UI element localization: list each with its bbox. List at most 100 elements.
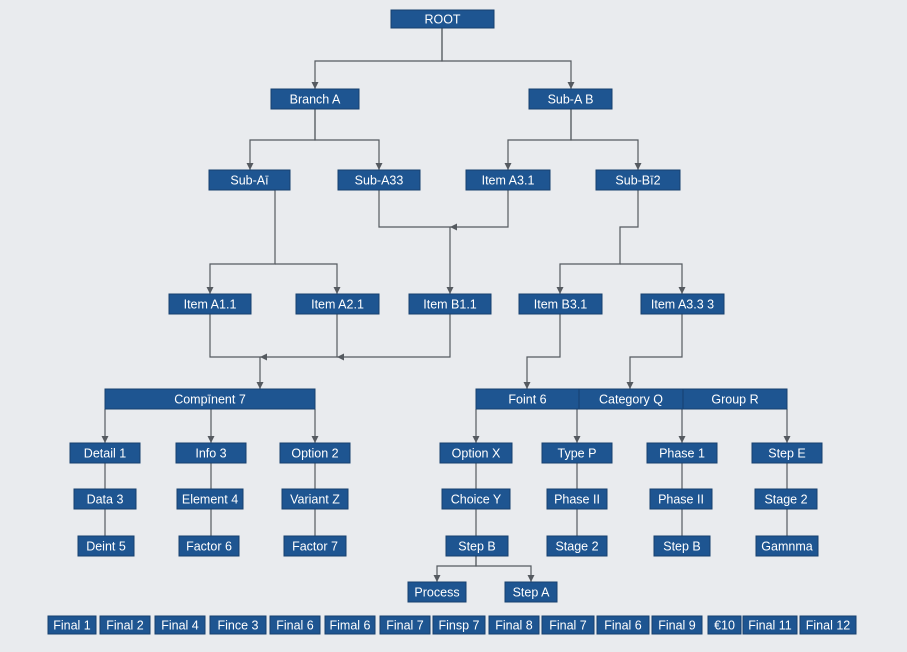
node-label: Final 8: [495, 619, 533, 633]
node-root: ROOT: [390, 9, 495, 29]
node-label: Sub-A B: [548, 93, 594, 107]
node-label: Element 4: [182, 493, 238, 507]
node-label: Item B1.1: [423, 298, 477, 312]
node-detail-1: Detail 1: [69, 442, 141, 464]
node-deint-5: Deint 5: [77, 535, 135, 557]
node-component-7: Compīnent 7: [104, 388, 316, 410]
node-box: [99, 615, 151, 635]
node-final-7-b: Final 7: [541, 615, 595, 635]
node-item-a1-1: Item A1.1: [168, 293, 252, 315]
node-box: [279, 442, 351, 464]
node-choice-y: Choice Y: [441, 488, 511, 510]
node-label: Item A1.1: [184, 298, 237, 312]
node-box: [337, 169, 421, 191]
edge-item-a3-1-top-to-item-b1-1: [450, 190, 509, 231]
node-data-3: Data 3: [73, 488, 137, 510]
node-label: Step B: [663, 540, 701, 554]
node-label: Stage 2: [555, 540, 598, 554]
node-label: Process: [414, 586, 459, 600]
node-stage-2-b: Stage 2: [546, 535, 608, 557]
node-final-6-a: Final 6: [269, 615, 321, 635]
node-label: Info 3: [195, 447, 226, 461]
node-box: [441, 488, 511, 510]
node-box: [295, 293, 380, 315]
node-process: Process: [407, 581, 467, 603]
node-box: [407, 581, 467, 603]
node-box: [546, 488, 608, 510]
node-item-a3-3: Item A3.3 3: [640, 293, 725, 315]
node-box: [596, 615, 650, 635]
node-box: [432, 615, 486, 635]
edge-sub-a1-to-item-a1-1: [206, 189, 276, 294]
node-sub-a1: Sub-Aī: [208, 169, 291, 191]
node-gamnma: Gamnma: [755, 535, 819, 557]
node-final-8: Final 8: [488, 615, 540, 635]
node-box: [754, 488, 818, 510]
node-label: Final 1: [53, 619, 91, 633]
node-phase-ii-b: Phase II: [649, 488, 713, 510]
node-element-4: Element 4: [176, 488, 244, 510]
node-box: [646, 442, 718, 464]
node-label: Factor 7: [292, 540, 338, 554]
node-box: [541, 442, 613, 464]
node-box: [465, 169, 551, 191]
node-final-1: Final 1: [47, 615, 97, 635]
node-box: [104, 388, 316, 410]
node-box: [742, 615, 798, 635]
node-stage-2-a: Stage 2: [754, 488, 818, 510]
node-final-11: Final 11: [742, 615, 798, 635]
node-label: Option X: [452, 447, 501, 461]
node-label: Group R: [711, 393, 758, 407]
node-box: [799, 615, 857, 635]
edge-item-a3-3-to-category-q: [626, 314, 683, 389]
edges: [101, 28, 791, 582]
node-label: Category Q: [599, 393, 663, 407]
node-label: Final 9: [658, 619, 696, 633]
node-box: [390, 9, 495, 29]
node-option-2: Option 2: [279, 442, 351, 464]
node-box: [439, 442, 513, 464]
edge-item-a2-1-to-component-7: [260, 314, 338, 361]
node-label: €10: [714, 619, 735, 633]
node-label: Variant Z: [290, 493, 340, 507]
node-label: Detail 1: [84, 447, 126, 461]
node-box: [682, 388, 788, 410]
node-sub-b12: Sub-Bī2: [595, 169, 681, 191]
edge-sub-a-b-to-sub-b12: [570, 109, 642, 170]
node-box: [379, 615, 431, 635]
node-group-r: Group R: [682, 388, 788, 410]
edge-item-b3-1-to-foint-6: [523, 314, 561, 389]
node-box: [541, 615, 595, 635]
node-box: [408, 293, 492, 315]
node-label: Step A: [513, 586, 550, 600]
edge-item-b1-1-to-component-7: [337, 314, 451, 361]
node-box: [77, 535, 135, 557]
node-box: [445, 535, 509, 557]
node-factor-7: Factor 7: [283, 535, 347, 557]
node-label: Item A3.3 3: [651, 298, 714, 312]
node-step-a: Step A: [504, 581, 558, 603]
node-box: [488, 615, 540, 635]
node-label: Final 11: [748, 619, 792, 633]
node-label: Deint 5: [86, 540, 126, 554]
node-label: Phase II: [554, 493, 600, 507]
edge-branch-a-to-sub-a1: [246, 109, 316, 170]
node-label: Sub-Aī: [230, 174, 269, 188]
edge-sub-a-b-to-item-a3-1-top: [504, 109, 572, 170]
node-label: Data 3: [87, 493, 124, 507]
node-box: [178, 535, 240, 557]
node-final-4: Final 4: [154, 615, 206, 635]
edge-step-b-mid-to-step-a: [475, 556, 535, 582]
node-option-x: Option X: [439, 442, 513, 464]
node-box: [755, 535, 819, 557]
node-box: [649, 488, 713, 510]
node-box: [751, 442, 823, 464]
node-sub-a-b: Sub-A B: [528, 88, 613, 110]
node-box: [281, 488, 349, 510]
edge-sub-a1-to-item-a2-1: [275, 263, 341, 294]
edge-sub-b12-to-item-a3-3: [620, 263, 686, 294]
node-label: Finsp 7: [439, 619, 480, 633]
node-label: Final 2: [106, 619, 144, 633]
node-final-12: Final 12: [799, 615, 857, 635]
